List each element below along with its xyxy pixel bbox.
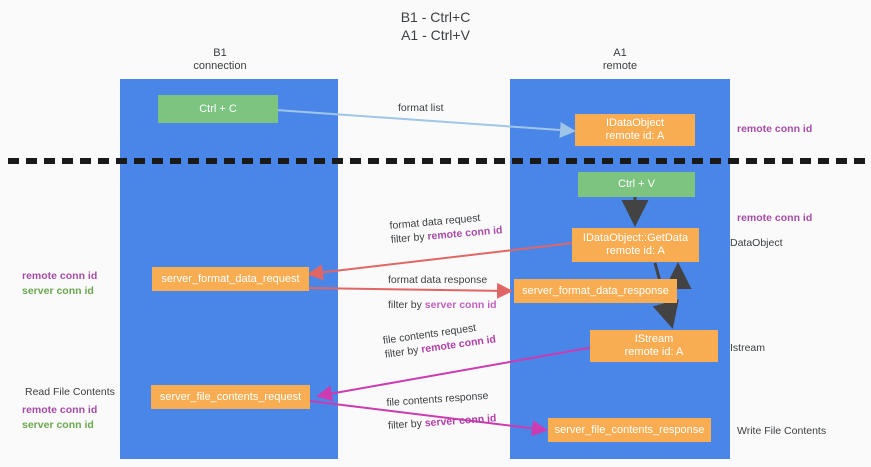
- box-ctrl-c[interactable]: Ctrl + C: [158, 95, 278, 123]
- filter-prefix: filter by: [384, 343, 423, 361]
- box-server-file-contents-response-label: server_file_contents_response: [554, 423, 705, 436]
- filter-prefix: filter by: [388, 299, 425, 311]
- filter-prefix: filter by: [390, 230, 428, 246]
- filter-key-server-conn-id: server conn id: [424, 299, 497, 311]
- lane-header-a1-name: A1: [613, 47, 627, 59]
- annotation-right-remote-conn-id-top: remote conn id: [737, 123, 813, 135]
- box-ctrl-v[interactable]: Ctrl + V: [578, 172, 695, 197]
- annotation-left-read-file-contents: Read File Contents: [25, 386, 115, 398]
- box-server-format-data-request-label: server_format_data_request: [161, 272, 300, 285]
- annotation-left-mid-remote-conn-id: remote conn id: [22, 270, 98, 282]
- box-server-format-data-response[interactable]: server_format_data_response: [514, 279, 677, 303]
- box-server-file-contents-request[interactable]: server_file_contents_request: [151, 385, 310, 409]
- filter-prefix: filter by: [387, 417, 426, 432]
- box-getdata-line2: remote id: A: [606, 245, 665, 257]
- diagram-title: B1 - Ctrl+C A1 - Ctrl+V: [0, 8, 871, 44]
- edge-label-format-list-text: format list: [398, 102, 444, 114]
- lane-header-a1: A1 remote: [540, 47, 700, 73]
- box-server-format-data-request[interactable]: server_format_data_request: [152, 267, 309, 291]
- lane-header-b1-name: B1: [213, 47, 227, 59]
- box-idataobject-line2: remote id: A: [605, 130, 665, 142]
- box-istream-line2: remote id: A: [624, 346, 684, 358]
- edge-label-file-contents-response-line2: filter by server conn id: [388, 411, 497, 433]
- edge-label-format-data-request: format data request filter by remote con…: [389, 209, 503, 247]
- annotation-right-remote-conn-id-mid: remote conn id: [737, 212, 813, 224]
- box-server-file-contents-response[interactable]: server_file_contents_response: [548, 418, 711, 442]
- box-idataobject-line1: IDataObject: [605, 117, 665, 129]
- box-istream-line1: IStream: [634, 333, 674, 345]
- title-line-1: B1 - Ctrl+C: [400, 9, 471, 25]
- edge-label-file-contents-response: file contents response filter by server …: [386, 388, 497, 432]
- lane-header-b1: B1 connection: [140, 47, 300, 73]
- lane-header-a1-sub: remote: [602, 60, 638, 72]
- box-server-format-data-response-label: server_format_data_response: [522, 284, 669, 297]
- annotation-right-write-file-contents: Write File Contents: [737, 425, 827, 437]
- annotation-left-bottom-server-conn-id: server conn id: [22, 419, 94, 431]
- edge-label-format-data-response-line2: filter by server conn id: [388, 298, 497, 312]
- title-line-2: A1 - Ctrl+V: [401, 27, 470, 43]
- edge-label-file-contents-response-line1: file contents response: [386, 389, 489, 409]
- box-getdata-line1: IDataObject::GetData: [582, 232, 689, 244]
- filter-key-server-conn-id: server conn id: [424, 412, 497, 430]
- lane-header-b1-sub: connection: [193, 60, 247, 72]
- annotation-right-dataobject: DataObject: [730, 237, 783, 249]
- box-ctrl-v-label: Ctrl + V: [618, 178, 655, 190]
- annotation-left-mid-server-conn-id: server conn id: [22, 285, 94, 297]
- annotation-left-bottom-remote-conn-id: remote conn id: [22, 404, 98, 416]
- annotation-right-istream: Istream: [730, 342, 766, 354]
- edge-label-format-list: format list: [398, 101, 444, 115]
- box-istream[interactable]: IStream remote id: A: [590, 330, 718, 362]
- box-idataobject-remote[interactable]: IDataObject remote id: A: [575, 114, 695, 146]
- box-server-file-contents-request-label: server_file_contents_request: [159, 390, 302, 403]
- edge-label-format-data-response-line1: format data response: [388, 274, 488, 286]
- edge-label-file-contents-request: file contents request filter by remote c…: [382, 318, 497, 361]
- box-ctrl-c-label: Ctrl + C: [199, 102, 237, 115]
- box-getdata[interactable]: IDataObject::GetData remote id: A: [572, 228, 699, 262]
- edge-label-format-data-response: format data response filter by server co…: [388, 273, 497, 312]
